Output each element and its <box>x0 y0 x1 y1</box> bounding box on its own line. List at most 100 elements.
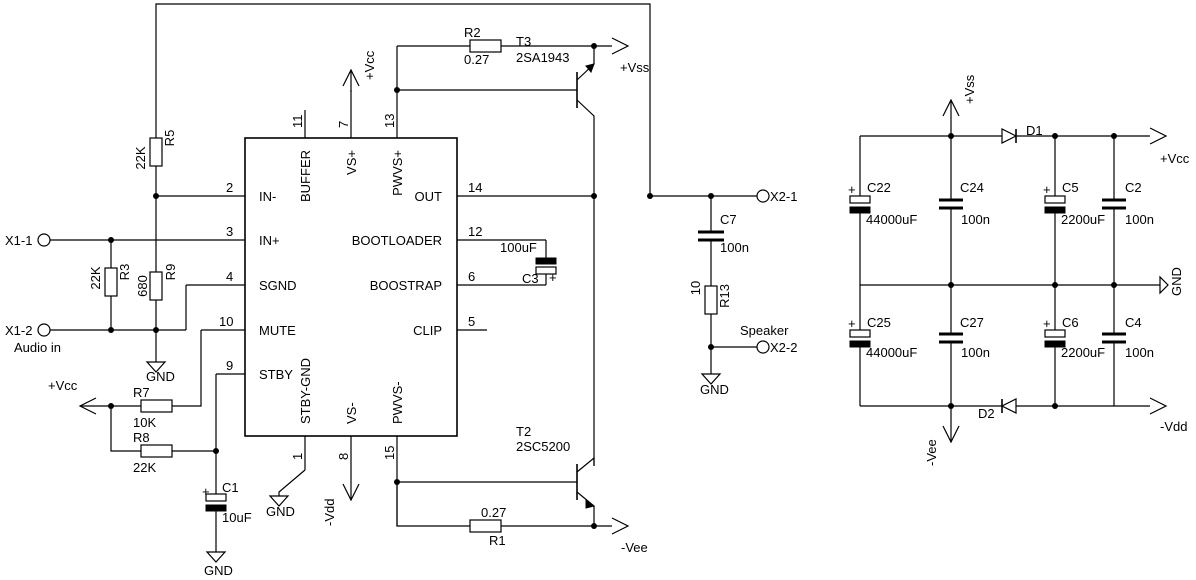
c25-plus: + <box>848 316 856 331</box>
pin-name-clip: CLIP <box>413 323 442 338</box>
c5-plus: + <box>1043 182 1051 197</box>
c6-ref: C6 <box>1062 315 1079 330</box>
pin-name-in-plus: IN+ <box>259 233 280 248</box>
pin-num-9: 9 <box>226 358 233 373</box>
audio-in-label: Audio in <box>14 340 61 355</box>
pin-name-buffer: BUFFER <box>298 150 313 202</box>
upper-output-stage: R2 0.27 T3 2SA1943 +Vss <box>394 25 650 196</box>
vcc-label-psu: +Vcc <box>1160 151 1190 166</box>
pin-num-10: 10 <box>219 314 233 329</box>
r7-ref: R7 <box>133 385 150 400</box>
resistor-r3: 22K R3 <box>88 240 132 330</box>
t2-value: 2SC5200 <box>516 439 570 454</box>
c4-ref: C4 <box>1125 315 1142 330</box>
c24-value: 100n <box>961 212 990 227</box>
r8-value: 22K <box>133 460 156 475</box>
pin-num-7: 7 <box>336 121 351 128</box>
pin-num-3: 3 <box>226 224 233 239</box>
r1-value: 0.27 <box>481 505 506 520</box>
c27-ref: C27 <box>960 315 984 330</box>
c25-ref: C25 <box>867 315 891 330</box>
vss-label-out: +Vss <box>620 60 650 75</box>
x2-2-label: X2-2 <box>770 340 797 355</box>
c1-plus: + <box>202 484 210 499</box>
r2-ref: R2 <box>464 25 481 40</box>
pin-num-12: 12 <box>468 224 482 239</box>
gnd-label-psu: GND <box>1169 267 1184 296</box>
pin-num-2: 2 <box>226 180 233 195</box>
connector-x1-1: X1-1 <box>5 233 51 248</box>
c7-ref: C7 <box>720 212 737 227</box>
c3-ref: C3 <box>522 271 539 286</box>
r3-value: 22K <box>88 266 103 289</box>
c22-value: 44000uF <box>866 212 917 227</box>
pin-name-vs-plus: VS+ <box>344 150 359 175</box>
resistor-r9: 680 R9 <box>135 264 178 301</box>
vee-label-psu: -Vee <box>924 439 939 466</box>
vdd-label-bottom: -Vdd <box>322 499 337 526</box>
pin-num-14: 14 <box>468 180 482 195</box>
x1-1-label: X1-1 <box>5 233 32 248</box>
gnd-symbol-r9: GND <box>145 361 175 384</box>
c2-ref: C2 <box>1125 180 1142 195</box>
pin-num-5: 5 <box>468 314 475 329</box>
c6-plus: + <box>1043 316 1051 331</box>
resistor-r7-body <box>140 399 173 413</box>
gnd-stby: GND <box>266 469 306 519</box>
r7-value: 10K <box>133 415 156 430</box>
pin-name-bootloader: BOOTLOADER <box>352 233 442 248</box>
r5-value: 22K <box>133 146 148 169</box>
pin-num-6: 6 <box>468 269 475 284</box>
c3-value: 100uF <box>500 240 537 255</box>
connector-x1-2: X1-2 Audio in <box>5 323 61 355</box>
gnd-label-stby: GND <box>266 504 295 519</box>
resistor-r8-body <box>140 444 173 458</box>
r13-value: 10 <box>688 281 703 295</box>
r8-ref: R8 <box>133 430 150 445</box>
c24-ref: C24 <box>960 180 984 195</box>
capacitor-c1: + C1 10uF GND <box>202 480 252 578</box>
pin-num-4: 4 <box>226 269 233 284</box>
vs-minus-arrow: -Vdd <box>322 480 360 526</box>
r2-value: 0.27 <box>464 52 489 67</box>
pin-name-stby-gnd: STBY-GND <box>298 358 313 424</box>
d1-ref: D1 <box>1026 123 1043 138</box>
pin-name-pwvs-plus: PWVS+ <box>390 150 405 196</box>
x1-2-label: X1-2 <box>5 323 32 338</box>
t3-value: 2SA1943 <box>516 50 570 65</box>
pin-num-15: 15 <box>382 446 397 460</box>
output-network: X2-1 C7 100n 10 R13 X2-2 Speaker GND <box>650 189 797 397</box>
gnd-label-out: GND <box>700 382 729 397</box>
c22-plus: + <box>848 182 856 197</box>
vs-plus-arrow: +Vcc <box>342 50 377 92</box>
r5-ref: R5 <box>162 130 177 147</box>
c22-ref: C22 <box>867 180 891 195</box>
resistor-r5: 22K R5 <box>133 130 177 170</box>
c25-value: 44000uF <box>866 345 917 360</box>
c3-plus: + <box>549 270 557 285</box>
d2-ref: D2 <box>978 406 995 421</box>
vdd-label-psu: -Vdd <box>1160 419 1187 434</box>
r9-ref: R9 <box>163 264 178 281</box>
pin-name-out: OUT <box>415 189 443 204</box>
r9-value: 680 <box>135 275 150 297</box>
c27-value: 100n <box>961 345 990 360</box>
pin-num-1: 1 <box>290 453 305 460</box>
speaker-label: Speaker <box>740 323 789 338</box>
pin-name-in-minus: IN- <box>259 189 276 204</box>
pin-name-vs-minus: VS- <box>344 402 359 424</box>
ic-amplifier: IN- 2 IN+ 3 SGND 4 MUTE 10 STBY 9 OUT 14… <box>111 46 594 526</box>
pin-name-boostrap: BOOSTRAP <box>370 278 442 293</box>
mute-stby-network: +Vcc R7 10K R8 22K <box>48 330 219 494</box>
pin-num-11: 11 <box>290 115 305 129</box>
lower-output-stage: T2 2SC5200 0.27 R1 -Vee <box>394 196 648 555</box>
vcc-label-left: +Vcc <box>48 378 78 393</box>
r13-ref: R13 <box>717 284 732 308</box>
t3-ref: T3 <box>516 34 531 49</box>
vss-label-psu: +Vss <box>962 74 977 104</box>
x2-1-label: X2-1 <box>770 189 797 204</box>
c5-value: 2200uF <box>1061 212 1105 227</box>
c2-value: 100n <box>1125 212 1154 227</box>
vee-label-out: -Vee <box>621 540 648 555</box>
